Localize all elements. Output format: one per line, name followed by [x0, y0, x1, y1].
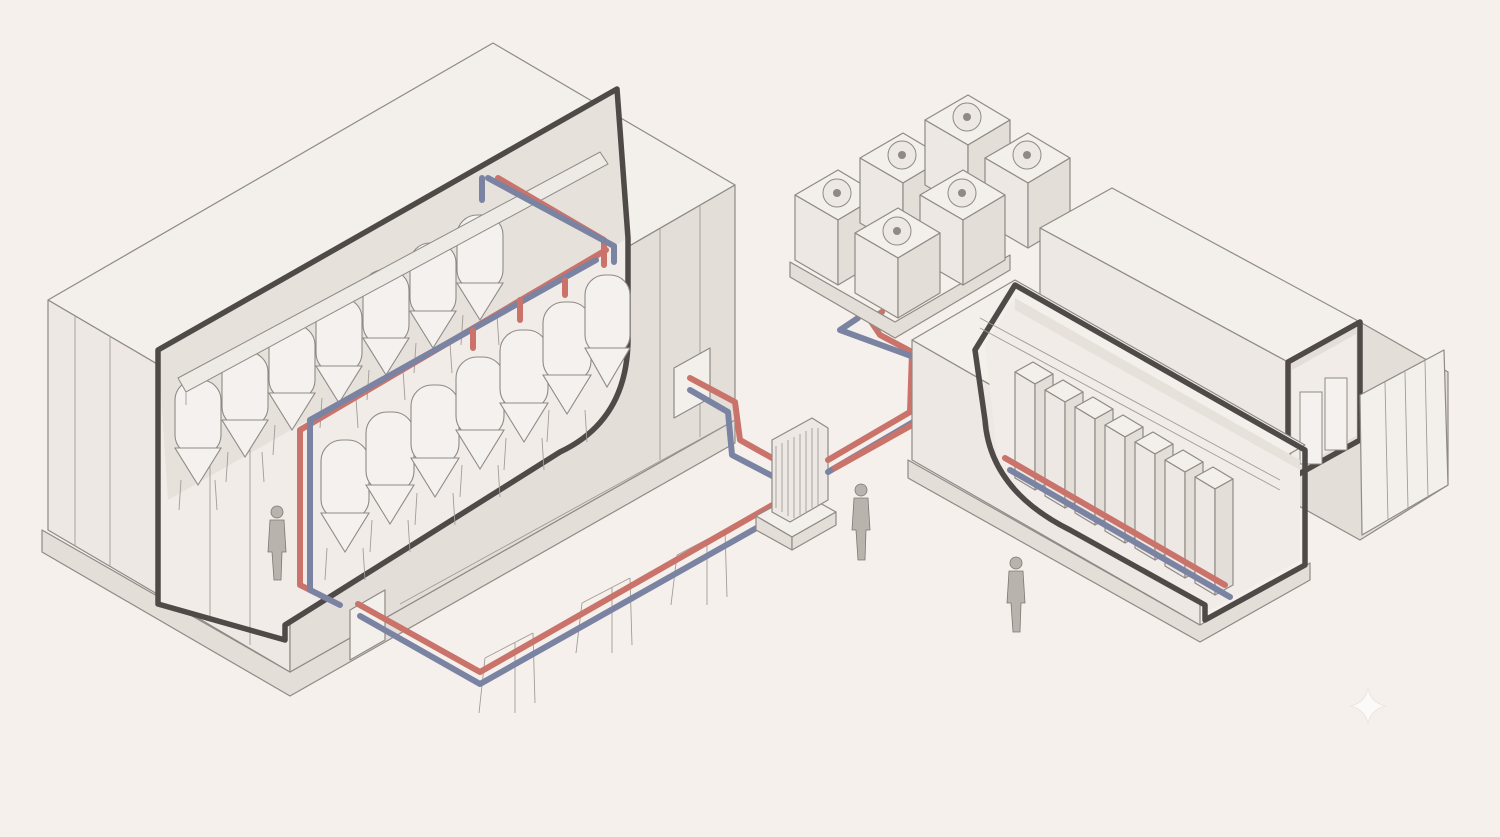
hot-supply-pipe	[355, 492, 793, 675]
server-racks	[1014, 361, 1234, 596]
rack-cold-manifold	[1007, 467, 1233, 600]
sparkle-icon	[1349, 687, 1387, 725]
rack-hot-manifold	[1002, 455, 1228, 588]
datacenter-cutaway-edge	[972, 282, 1308, 623]
cooler-skid	[789, 254, 1011, 339]
brewery-building	[41, 42, 736, 697]
plate-heat-exchanger	[755, 417, 837, 551]
dry-cooler-bank	[789, 94, 1071, 339]
hot-wall-pipe	[687, 375, 793, 471]
person-figure-2	[851, 483, 871, 561]
fermentation-tanks-front-row	[320, 274, 631, 581]
overhead-pipe-rack	[177, 151, 609, 393]
person-figure-1	[267, 505, 287, 581]
dry-cooler-6	[854, 207, 941, 319]
fermentation-tanks-back-row	[174, 214, 504, 511]
cold-return-pipe	[357, 505, 795, 687]
person-figure-3	[1006, 556, 1026, 633]
wall-penetration-plate	[673, 347, 711, 419]
electrical-container	[1039, 187, 1449, 541]
data-center-building	[907, 279, 1311, 643]
electrical-cabinet	[1299, 391, 1323, 465]
